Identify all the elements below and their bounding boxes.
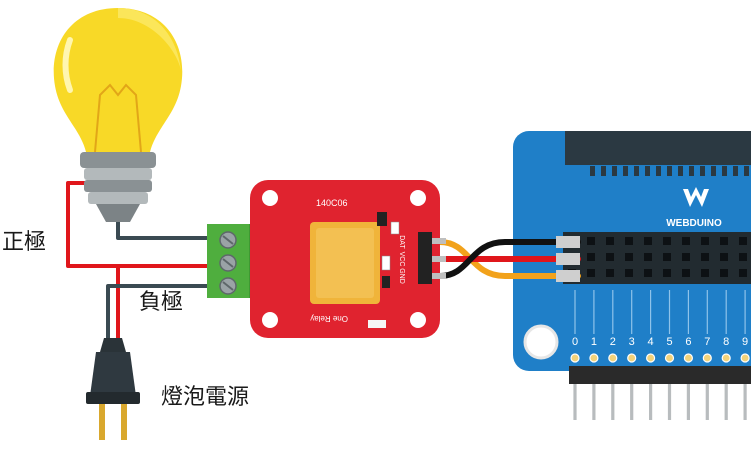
positive-label: 正極 <box>2 230 47 255</box>
board-brand: WEBDUINO <box>666 218 722 229</box>
header-pin <box>743 384 747 420</box>
relay-model-label: 140C06 <box>316 198 348 208</box>
header-pin <box>611 384 615 420</box>
relay-pin-label: GND <box>398 268 405 284</box>
header-pin <box>724 384 728 420</box>
power-wires <box>66 181 218 340</box>
wire-positive-red <box>66 181 218 268</box>
pin-number-label: 3 <box>629 336 635 348</box>
pin-pad <box>721 353 731 363</box>
wire-negative-dark <box>116 222 218 240</box>
pin-pad <box>683 353 694 363</box>
power-plug-icon <box>86 338 140 440</box>
relay-module <box>250 180 446 338</box>
pin-number-label: 8 <box>723 336 729 348</box>
bottom-pin-header <box>569 366 751 420</box>
power-source-label: 燈泡電源 <box>161 385 250 410</box>
pin-pad <box>627 353 637 363</box>
pin-number-label: 5 <box>666 336 672 348</box>
header-pin <box>705 384 709 420</box>
header-pin <box>667 384 672 420</box>
pin-pad <box>740 353 750 363</box>
pin-pad <box>570 353 580 363</box>
pin-number-label: 9 <box>742 336 748 348</box>
wire-gnd-black <box>437 239 581 279</box>
pin-pad <box>645 353 656 363</box>
pin-pad <box>589 353 599 363</box>
pin-number-label: 2 <box>610 336 616 348</box>
relay-caption-label: One Relay <box>310 314 348 323</box>
header-pin <box>573 384 577 420</box>
pin-number-label: 1 <box>591 336 597 348</box>
header-pin <box>630 384 634 420</box>
pin-pad <box>608 353 618 363</box>
pin-number-label: 0 <box>572 336 578 348</box>
pin-pad <box>664 353 675 363</box>
signal-wires <box>437 236 581 282</box>
pin-pad <box>702 353 712 363</box>
relay-pin-label: VCC <box>398 252 405 267</box>
negative-label: 負極 <box>139 290 184 315</box>
webduino-logo-icon <box>683 187 709 207</box>
pin-number-label: 6 <box>685 336 691 348</box>
header-pin <box>592 384 596 420</box>
relay-pin-label: DAT <box>398 235 405 249</box>
header-pin <box>649 384 653 420</box>
pin-number-label: 7 <box>704 336 710 348</box>
header-pin <box>686 384 690 420</box>
pin-number-label: 4 <box>648 336 654 348</box>
light-bulb-icon <box>53 8 183 222</box>
mounting-hole <box>523 324 559 360</box>
